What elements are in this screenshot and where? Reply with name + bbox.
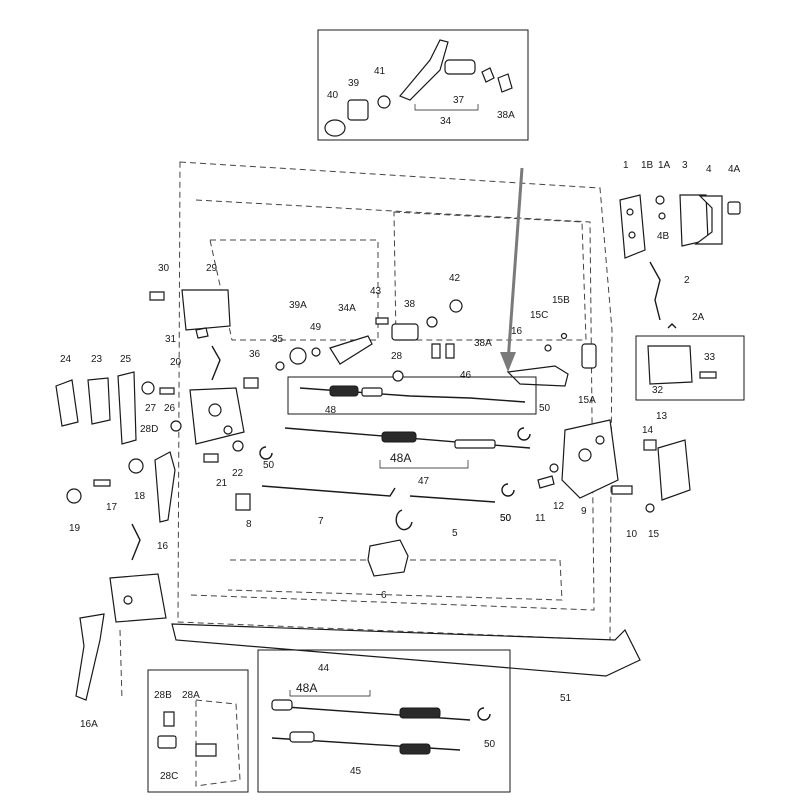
inside-handle-upper — [506, 332, 597, 387]
label-19: 19 — [69, 523, 81, 534]
label-35: 35 — [272, 334, 284, 345]
label-top-34: 34 — [440, 116, 452, 127]
label-16-lower: 16 — [157, 541, 169, 552]
label-15B: 15B — [552, 295, 570, 306]
label-32: 32 — [652, 385, 664, 396]
label-18: 18 — [134, 491, 146, 502]
lock-cylinder-inset — [317, 29, 529, 141]
label-14: 14 — [642, 425, 654, 436]
hinge-assembly — [619, 194, 741, 329]
label-51: 51 — [560, 693, 572, 704]
label-46: 46 — [460, 370, 472, 381]
label-34A: 34A — [338, 303, 356, 314]
label-5: 5 — [452, 528, 458, 539]
label-bottom-28A: 28A — [182, 690, 200, 701]
label-50-right: 50 — [500, 513, 512, 524]
label-30: 30 — [158, 263, 170, 274]
label-8: 8 — [246, 519, 252, 530]
label-9: 9 — [581, 506, 587, 517]
connecting-rods — [259, 427, 531, 531]
label-bottom-44: 44 — [318, 663, 330, 674]
label-16-upper: 16 — [511, 326, 523, 337]
label-4: 4 — [706, 164, 712, 175]
label-31: 31 — [165, 334, 177, 345]
label-21: 21 — [216, 478, 228, 489]
label-top-37: 37 — [453, 95, 465, 106]
label-39A: 39A — [289, 300, 307, 311]
cable-inset — [257, 649, 511, 793]
label-bottom-28C: 28C — [160, 771, 178, 782]
label-1: 1 — [623, 160, 629, 171]
label-13: 13 — [656, 411, 668, 422]
label-26: 26 — [164, 403, 176, 414]
label-16A: 16A — [80, 719, 98, 730]
striker-plate-inset — [635, 335, 745, 401]
label-6: 6 — [381, 590, 387, 601]
part-labels: 1 1B 1A 3 4 4A 4B 2 2A 32 33 13 14 10 15… — [60, 66, 741, 782]
label-50-rod: 50 — [539, 403, 551, 414]
label-48A: 48A — [390, 451, 411, 465]
label-43: 43 — [370, 286, 382, 297]
label-2: 2 — [684, 275, 690, 286]
front-lock — [149, 289, 245, 445]
label-bottom-48A: 48A — [296, 681, 317, 695]
label-48: 48 — [325, 405, 337, 416]
label-4B: 4B — [657, 231, 670, 242]
label-22: 22 — [232, 468, 244, 479]
label-top-38A: 38A — [497, 110, 515, 121]
label-28D: 28D — [140, 424, 158, 435]
label-11: 11 — [535, 513, 546, 524]
rear-lock — [501, 419, 691, 513]
label-top-40: 40 — [327, 90, 339, 101]
label-20: 20 — [170, 357, 182, 368]
label-2A: 2A — [692, 312, 705, 323]
label-38A: 38A — [474, 338, 492, 349]
door-outline — [119, 161, 613, 701]
label-1A: 1A — [658, 160, 671, 171]
label-28: 28 — [391, 351, 403, 362]
label-49: 49 — [310, 322, 322, 333]
label-12: 12 — [553, 501, 565, 512]
label-33: 33 — [704, 352, 716, 363]
label-27: 27 — [145, 403, 157, 414]
label-15C: 15C — [530, 310, 548, 321]
label-47: 47 — [418, 476, 430, 487]
label-10: 10 — [626, 529, 638, 540]
label-23: 23 — [91, 354, 103, 365]
label-1B: 1B — [641, 160, 654, 171]
label-50-mid: 50 — [263, 460, 275, 471]
label-top-39: 39 — [348, 78, 360, 89]
label-42: 42 — [449, 273, 461, 284]
label-15A: 15A — [578, 395, 596, 406]
label-bottom-45: 45 — [350, 766, 362, 777]
bumper-block — [367, 539, 409, 577]
label-4A: 4A — [728, 164, 741, 175]
label-36: 36 — [249, 349, 261, 360]
label-3: 3 — [682, 160, 688, 171]
label-29: 29 — [206, 263, 218, 274]
label-17: 17 — [106, 502, 118, 513]
label-top-41: 41 — [374, 66, 386, 77]
lower-left-parts — [66, 451, 176, 701]
highlighted-rod-group — [287, 376, 537, 415]
label-38: 38 — [404, 299, 416, 310]
callout-arrow — [500, 167, 524, 372]
label-24: 24 — [60, 354, 72, 365]
label-25: 25 — [120, 354, 132, 365]
label-50-lower: 50 — [500, 513, 512, 524]
label-bottom-28B: 28B — [154, 690, 172, 701]
label-15: 15 — [648, 529, 660, 540]
label-7: 7 — [318, 516, 324, 527]
label-bottom-50: 50 — [484, 739, 496, 750]
lock-detail-inset — [147, 669, 249, 793]
left-small-parts — [55, 371, 251, 511]
outside-handle-group — [243, 299, 463, 389]
